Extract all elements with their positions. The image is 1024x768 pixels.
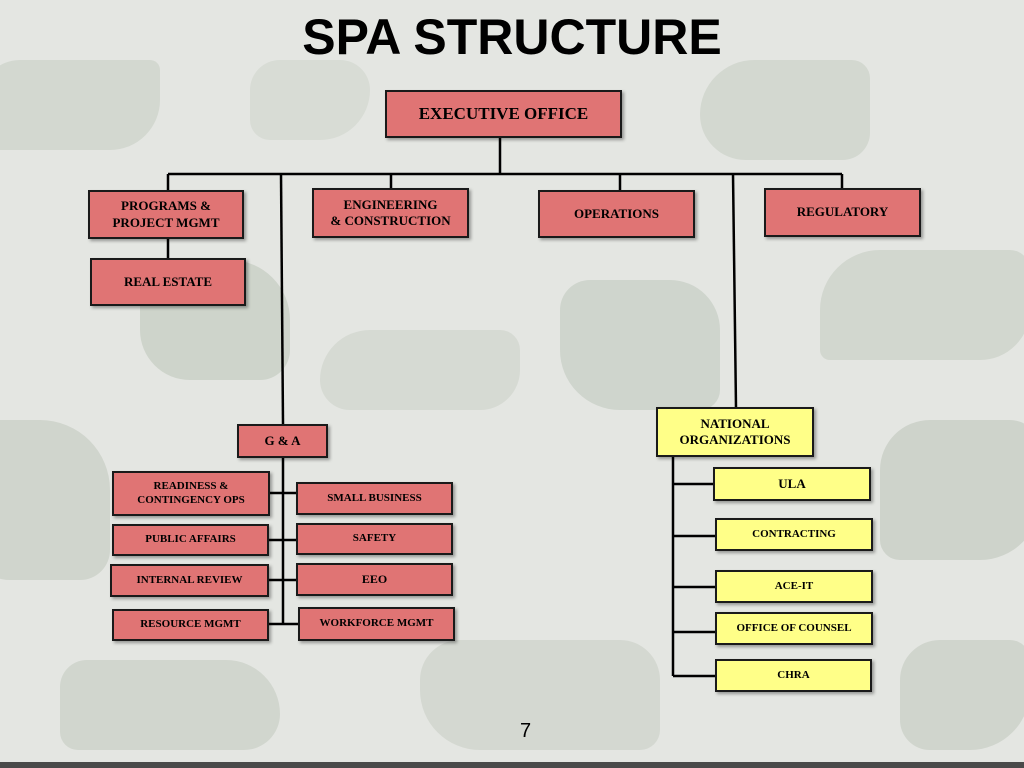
real-estate-box: REAL ESTATE — [90, 258, 246, 306]
programs-project-mgmt-label: PROGRAMS & PROJECT MGMT — [112, 198, 220, 230]
national-ula-box: ULA — [713, 467, 871, 501]
national-chra-box: CHRA — [715, 659, 872, 692]
ga-workforce-mgmt-box: WORKFORCE MGMT — [298, 607, 455, 641]
page-number: 7 — [520, 720, 532, 742]
ga-safety-label: SAFETY — [352, 532, 397, 545]
regulatory-label: REGULATORY — [796, 204, 889, 220]
national-office-of-counsel-box: OFFICE OF COUNSEL — [715, 612, 873, 645]
national-ula-label: ULA — [778, 475, 806, 491]
ga-internal-review-label: INTERNAL REVIEW — [136, 573, 243, 586]
footer-bar — [0, 762, 1024, 768]
executive-office-box: EXECUTIVE OFFICE — [385, 90, 622, 138]
ga-small-business-box: SMALL BUSINESS — [296, 482, 453, 515]
operations-label: OPERATIONS — [574, 205, 659, 221]
ga-safety-box: SAFETY — [296, 523, 453, 555]
connector-ga-drop — [279, 173, 285, 425]
regulatory-box: REGULATORY — [764, 188, 921, 237]
national-ace-it-box: ACE-IT — [715, 570, 873, 603]
national-office-of-counsel-label: OFFICE OF COUNSEL — [736, 621, 852, 634]
ga-resource-mgmt-box: RESOURCE MGMT — [112, 609, 269, 641]
national-contracting-box: CONTRACTING — [715, 518, 873, 551]
national-organizations-box: NATIONAL ORGANIZATIONS — [656, 407, 814, 457]
ga-box: G & A — [237, 424, 328, 458]
national-contracting-label: CONTRACTING — [752, 527, 836, 540]
national-ace-it-label: ACE-IT — [774, 579, 814, 592]
executive-office-label: EXECUTIVE OFFICE — [418, 104, 589, 124]
ga-small-business-label: SMALL BUSINESS — [327, 491, 422, 504]
programs-project-mgmt-box: PROGRAMS & PROJECT MGMT — [88, 190, 244, 239]
ga-public-affairs-box: PUBLIC AFFAIRS — [112, 524, 269, 556]
ga-internal-review-box: INTERNAL REVIEW — [110, 564, 269, 597]
ga-readiness-label: READINESS & CONTINGENCY OPS — [137, 479, 245, 506]
engineering-construction-label: ENGINEERING & CONSTRUCTION — [330, 196, 451, 228]
ga-eeo-box: EEO — [296, 563, 453, 596]
ga-public-affairs-label: PUBLIC AFFAIRS — [145, 533, 236, 546]
page-title: SPA STRUCTURE — [302, 9, 722, 65]
real-estate-label: REAL ESTATE — [123, 273, 213, 289]
ga-readiness-box: READINESS & CONTINGENCY OPS — [112, 471, 270, 516]
ga-eeo-label: EEO — [361, 572, 388, 586]
ga-resource-mgmt-label: RESOURCE MGMT — [140, 618, 241, 631]
national-organizations-label: NATIONAL ORGANIZATIONS — [679, 415, 791, 447]
national-chra-label: CHRA — [777, 668, 810, 681]
ga-workforce-mgmt-label: WORKFORCE MGMT — [319, 617, 434, 630]
connector-national-drop — [731, 173, 738, 409]
operations-box: OPERATIONS — [538, 190, 695, 238]
ga-label: G & A — [264, 432, 301, 448]
engineering-construction-box: ENGINEERING & CONSTRUCTION — [312, 188, 469, 238]
